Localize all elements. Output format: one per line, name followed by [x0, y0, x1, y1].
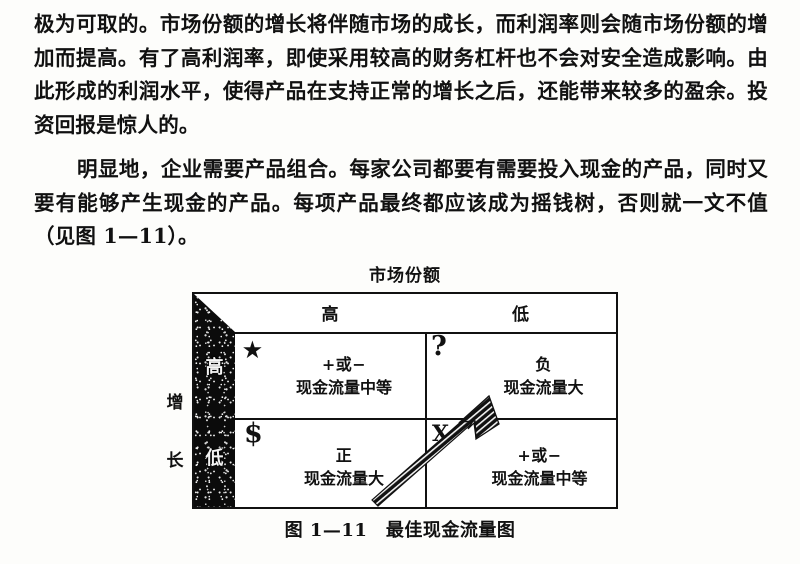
quadrant-star-line2: 现金流量中等	[295, 378, 392, 397]
quadrant-star-line1: +或−	[321, 355, 367, 374]
quadrant-cash-cow-line2: 现金流量大	[303, 469, 384, 488]
matrix-frame: 高 低 高 低 ★ +或− 现金流量中等 ? 负	[192, 292, 618, 509]
paragraph-1: 极为可取的。市场份额的增长将伴随市场的成长，而利润率则会随市场份额的增加而提高。…	[34, 12, 768, 137]
figure-title-market-share: 市场份额	[369, 266, 441, 286]
growth-level-high: 高	[205, 357, 224, 378]
figure-bcg-matrix: 市场份额 增 长 高 低 高 低 ★ +或− 现金流量中等	[0, 252, 800, 564]
dollar-sign-icon: $	[244, 418, 263, 449]
y-axis-label-growth: 增 长	[160, 374, 190, 490]
star-icon: ★	[243, 337, 262, 362]
y-axis-label-char-1: 增	[166, 393, 184, 413]
x-mark-icon: X	[432, 421, 450, 447]
column-header-high: 高	[321, 305, 339, 325]
quadrant-cash-cow: $ 正 现金流量大	[235, 420, 425, 507]
question-mark-icon: ?	[431, 331, 447, 362]
column-header-low: 低	[512, 305, 529, 325]
quadrant-dog-line2: 现金流量中等	[491, 469, 588, 488]
quadrant-star: ★ +或− 现金流量中等	[235, 334, 425, 418]
quadrant-question-mark-line1: 负	[535, 355, 552, 374]
y-axis-label-char-2: 长	[166, 451, 184, 471]
quadrant-question-mark-text: 负 现金流量大	[427, 353, 638, 399]
quadrant-dog-line1: +或−	[517, 446, 562, 465]
paragraph-2: 明显地，企业需要产品组合。每家公司都要有需要投入现金的产品，同时又要有能够产生现…	[34, 157, 768, 248]
quadrant-star-text: +或− 现金流量中等	[235, 353, 439, 399]
figure-caption: 图 1—11 最佳现金流量图	[284, 520, 516, 541]
quadrant-dog: X +或− 现金流量中等	[427, 420, 616, 507]
quadrant-question-mark: ? 负 现金流量大	[427, 331, 616, 418]
body-text: 极为可取的。市场份额的增长将伴随市场的成长，而利润率则会随市场份额的增加而提高。…	[34, 8, 768, 258]
growth-level-low: 低	[205, 448, 224, 469]
growth-axis-band: 高 低	[194, 294, 235, 507]
quadrant-question-mark-line2: 现金流量大	[503, 378, 584, 397]
quadrant-dog-text: +或− 现金流量中等	[427, 444, 634, 490]
quadrant-cash-cow-text: 正 现金流量大	[235, 444, 439, 490]
quadrant-cash-cow-line1: 正	[335, 446, 353, 465]
